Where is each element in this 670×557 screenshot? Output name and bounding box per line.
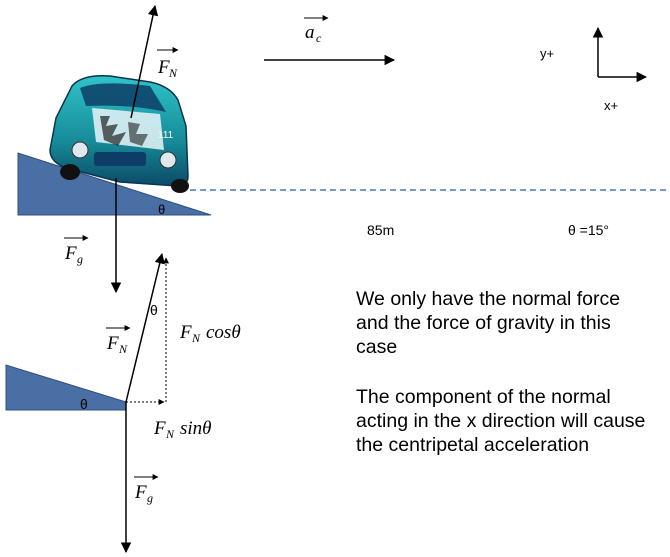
- explanation-paragraph-1: We only have the normal force and the fo…: [356, 288, 621, 358]
- svg-text:N: N: [168, 66, 178, 80]
- svg-text:g: g: [77, 252, 83, 266]
- svg-text:a: a: [305, 22, 315, 43]
- svg-text:sinθ: sinθ: [180, 418, 212, 439]
- explanation-paragraph-2: The component of the normal acting in th…: [356, 386, 646, 456]
- normal-force-arrow-top: [130, 4, 159, 119]
- bottom-ramp: [5, 364, 127, 411]
- normal-force-label-top: F N: [157, 47, 179, 80]
- svg-text:N: N: [118, 342, 128, 356]
- axis-x-label: x+: [604, 98, 618, 113]
- accel-label: a c: [304, 15, 329, 45]
- cos-component-label: F N cosθ: [179, 322, 241, 345]
- theta-label-vector: θ: [150, 302, 158, 318]
- angle-value-label: θ =15°: [568, 222, 609, 238]
- svg-text:F: F: [157, 57, 170, 78]
- svg-text:N: N: [191, 331, 201, 345]
- svg-text:N: N: [165, 427, 175, 441]
- svg-text:F: F: [134, 482, 147, 503]
- svg-text:F: F: [106, 333, 119, 354]
- gravity-label-top: F g: [64, 235, 89, 266]
- sin-component-label: F N sinθ: [153, 418, 212, 441]
- gravity-label-bottom: F g: [134, 474, 159, 505]
- svg-text:F: F: [64, 243, 77, 264]
- radius-label: 85m: [367, 222, 394, 238]
- car-number: 111: [158, 130, 174, 141]
- normal-force-arrow-bottom: [125, 252, 165, 403]
- svg-text:cosθ: cosθ: [206, 322, 241, 343]
- theta-label-top-ramp: θ: [158, 202, 165, 217]
- svg-text:F: F: [153, 418, 166, 439]
- svg-text:F: F: [179, 322, 192, 343]
- svg-text:c: c: [316, 31, 322, 45]
- theta-label-bottom-ramp: θ: [80, 396, 88, 412]
- axis-y-label: y+: [540, 46, 554, 61]
- normal-force-label-bottom: F N: [106, 325, 131, 356]
- svg-text:g: g: [147, 491, 153, 505]
- axis-indicator: y+ x+: [540, 26, 648, 113]
- race-car: 111: [49, 74, 189, 193]
